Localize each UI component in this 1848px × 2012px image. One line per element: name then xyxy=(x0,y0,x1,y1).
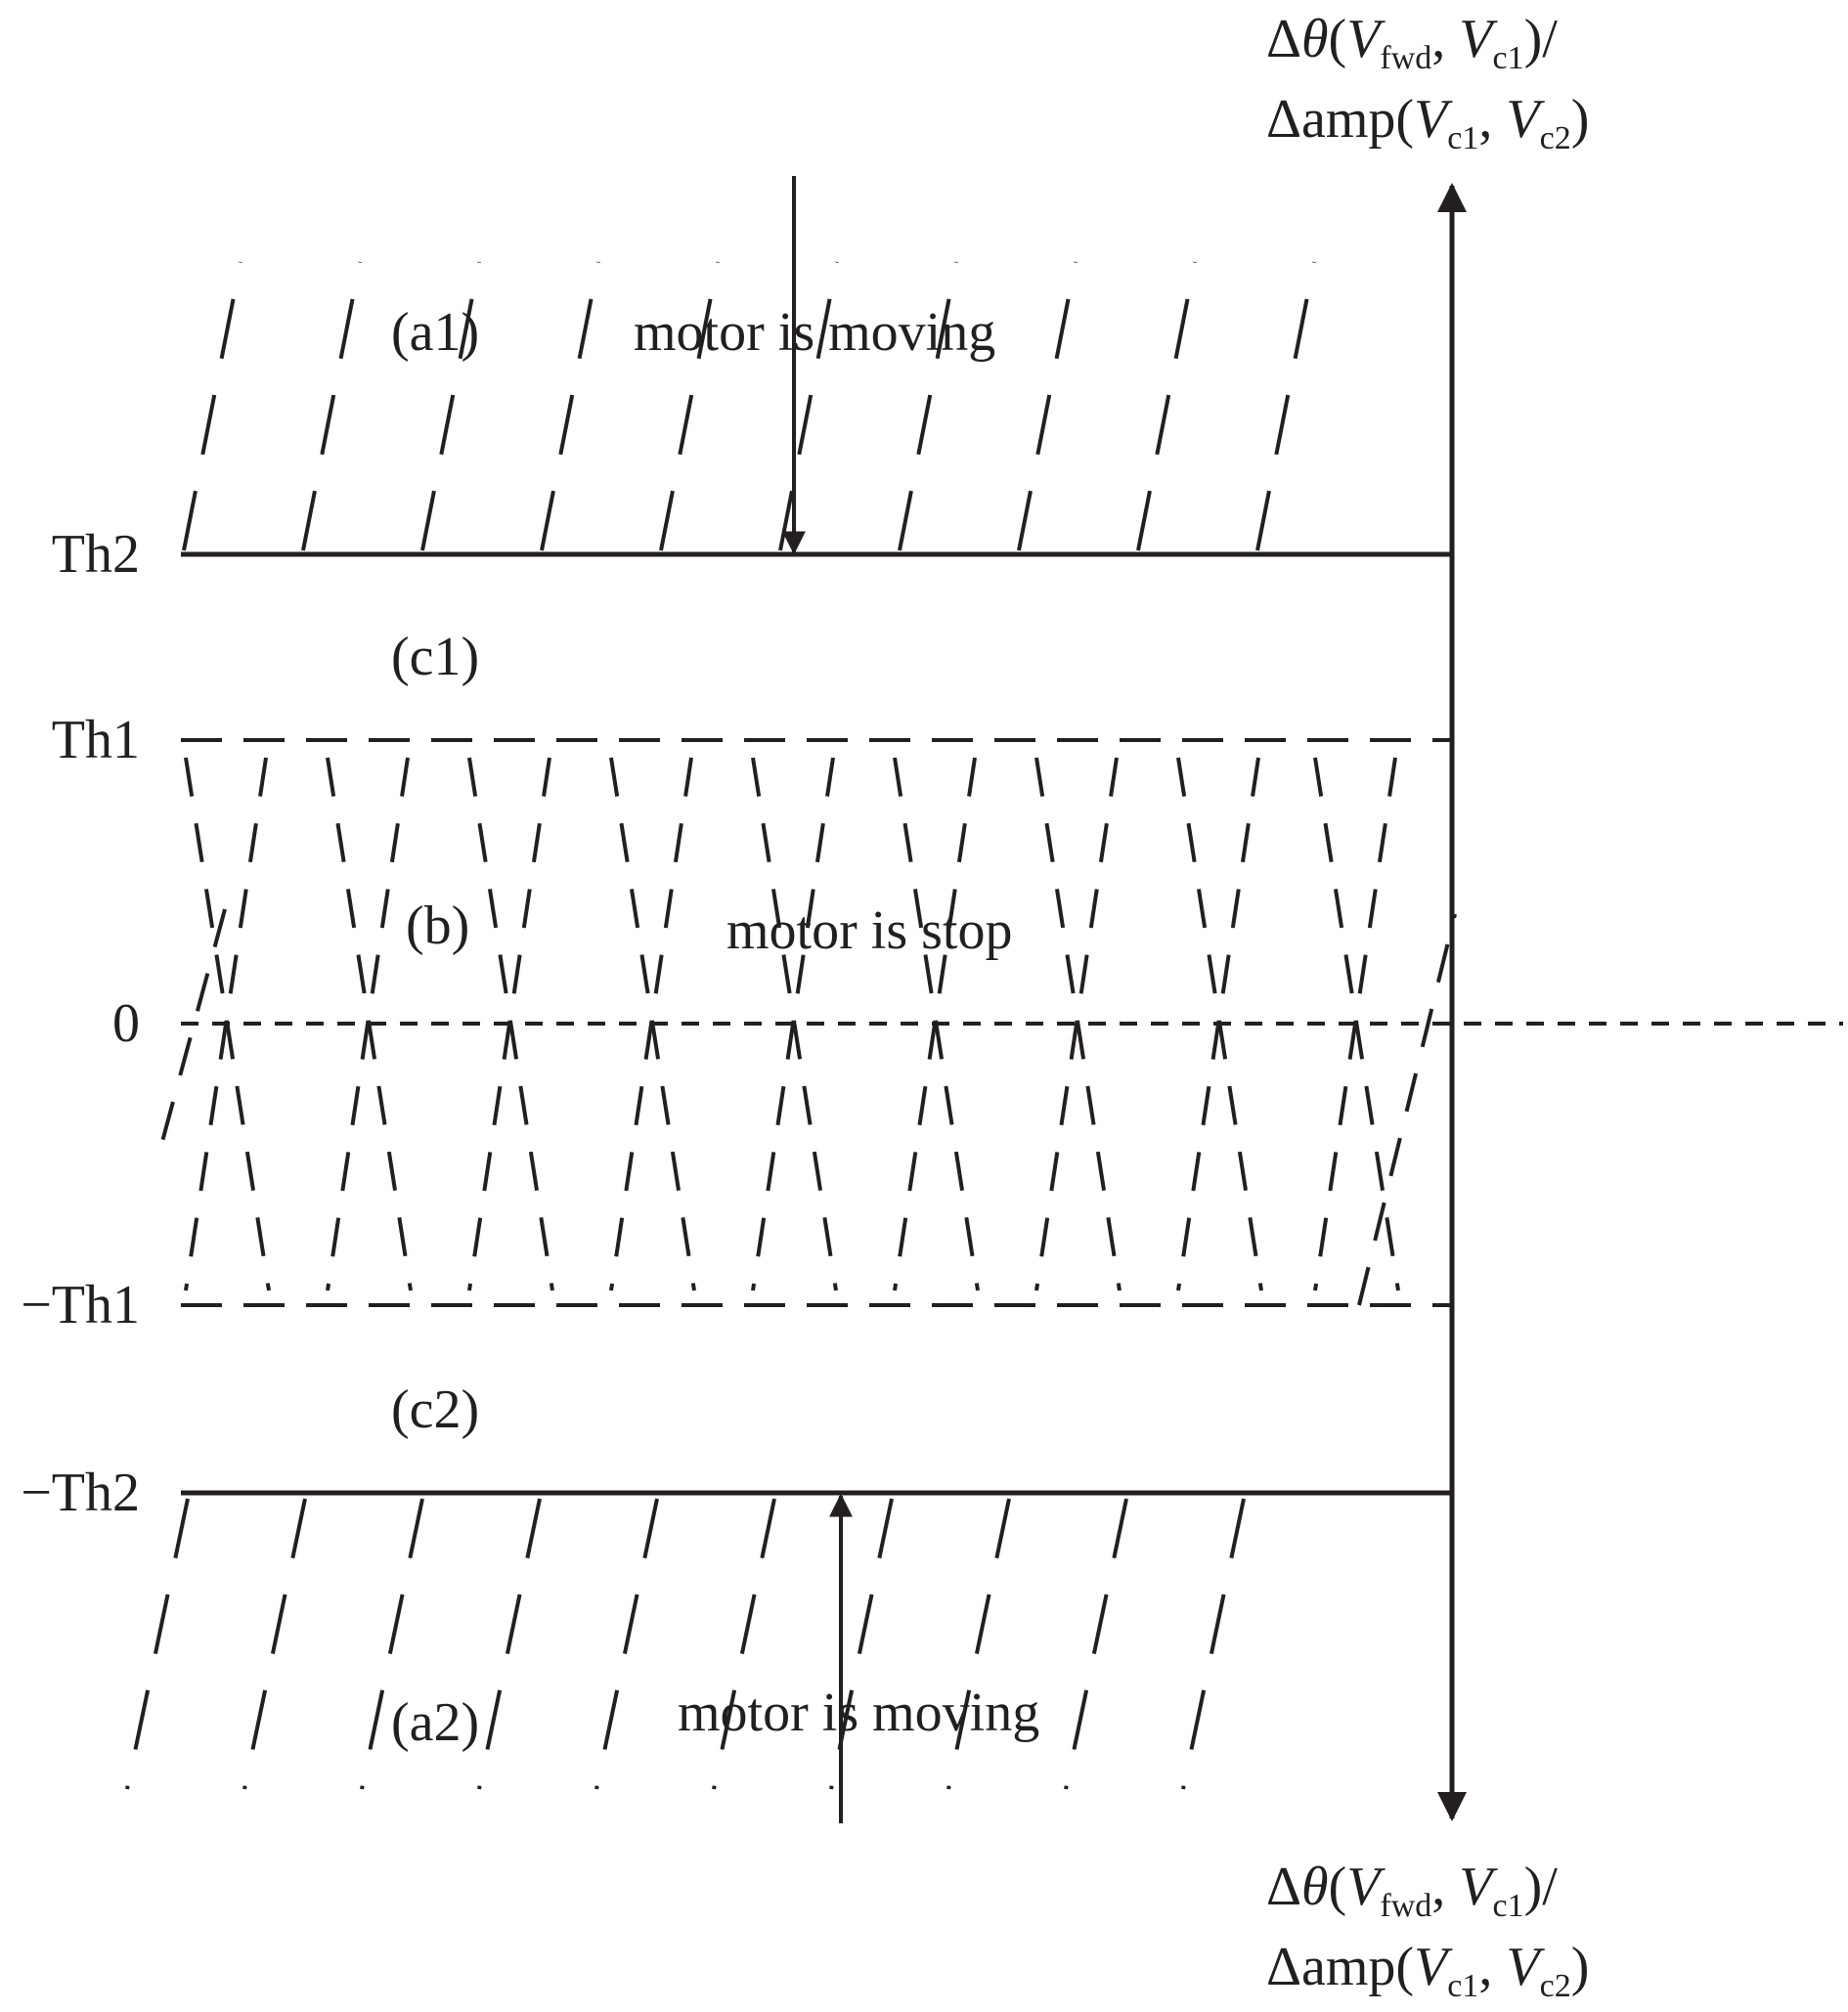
th2-label: Th2 xyxy=(52,524,140,585)
motor-moving-bottom-text: motor is moving xyxy=(678,1683,1039,1743)
hatch-line-a2 xyxy=(125,1498,190,1790)
hatch-line-a1 xyxy=(540,261,600,551)
hatch-line-a1 xyxy=(301,261,362,551)
hatch-diag-b xyxy=(751,757,835,1291)
hatch-line-a2 xyxy=(1181,1498,1246,1790)
region-a2-hatch xyxy=(125,1498,1246,1790)
hatch-line-a1 xyxy=(778,261,839,551)
region-b-cross-hatch xyxy=(154,757,1457,1306)
hatch-line-a2 xyxy=(594,1498,659,1790)
hatch-line-a2 xyxy=(360,1498,424,1790)
region-a1-hatch xyxy=(182,261,1316,551)
hatch-line-a1 xyxy=(420,261,481,551)
axis-label-bottom-line2: Δamp(Vc1, Vc2) xyxy=(1266,1937,1589,2004)
axis-label-top-line2: Δamp(Vc1, Vc2) xyxy=(1266,89,1589,156)
hatch-line-a2 xyxy=(1064,1498,1128,1790)
hatch-line-a2 xyxy=(242,1498,307,1790)
th1-label: Th1 xyxy=(52,710,140,770)
hatch-line-a1 xyxy=(659,261,720,551)
neg-th1-label: −Th1 xyxy=(21,1275,140,1335)
region-c1-label: (c1) xyxy=(391,627,479,687)
region-a1-label: (a1) xyxy=(391,302,479,363)
hatch-diag-b xyxy=(1034,757,1119,1291)
hatch-diag-b xyxy=(154,908,227,1164)
hatch-line-a1 xyxy=(182,261,242,551)
hatch-line-a2 xyxy=(477,1498,542,1790)
axis-label-bottom-line1: Δθ(Vfwd, Vc1)/ xyxy=(1266,1857,1558,1924)
axis-label-top-line1: Δθ(Vfwd, Vc1)/ xyxy=(1266,9,1558,76)
hatch-diag-b xyxy=(1357,913,1457,1306)
hatch-line-a1 xyxy=(1255,261,1316,551)
hatch-line-a1 xyxy=(898,261,958,551)
region-a2-label: (a2) xyxy=(391,1692,479,1753)
region-b-label: (b) xyxy=(406,896,469,956)
region-c2-label: (c2) xyxy=(391,1379,479,1440)
hatch-diag-b xyxy=(326,757,410,1291)
neg-th2-label: −Th2 xyxy=(21,1463,140,1523)
zero-label: 0 xyxy=(112,993,140,1054)
motor-stop-text: motor is stop xyxy=(726,900,1012,961)
hatch-line-a1 xyxy=(1017,261,1078,551)
hatch-line-a1 xyxy=(1136,261,1197,551)
motor-moving-top-text: motor is moving xyxy=(634,302,995,363)
hatch-line-a2 xyxy=(712,1498,776,1790)
hatch-line-a2 xyxy=(946,1498,1011,1790)
